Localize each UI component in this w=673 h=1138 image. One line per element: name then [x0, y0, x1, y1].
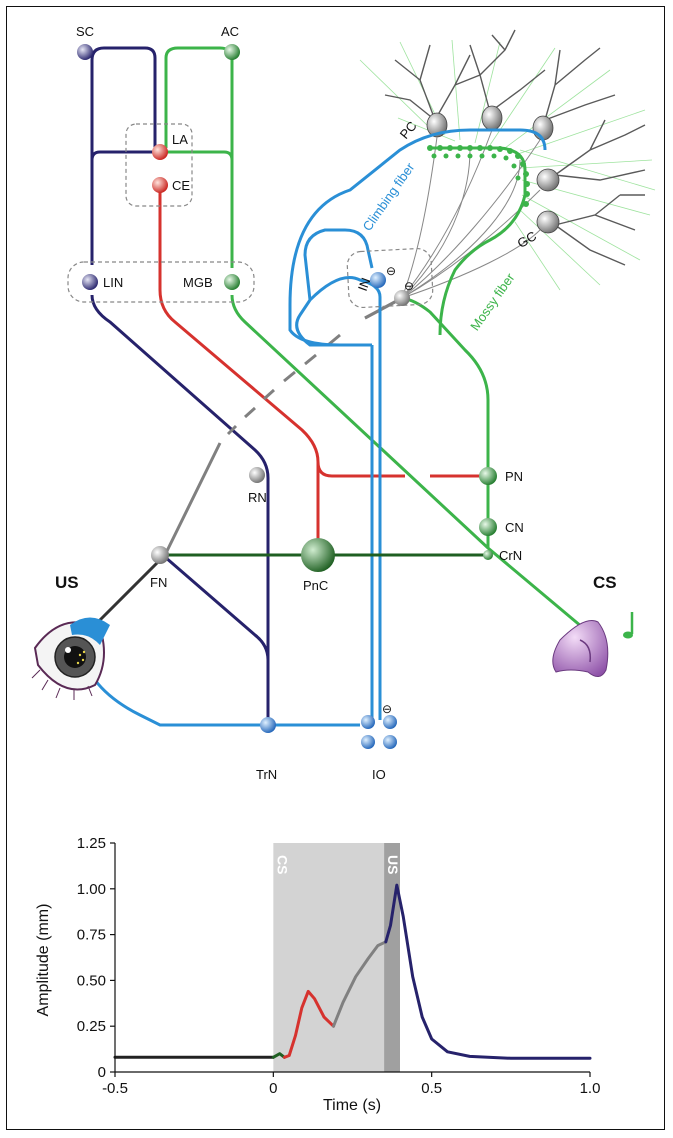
pn-node [479, 467, 497, 485]
la-node [152, 144, 168, 160]
ear-icon [552, 620, 609, 677]
us-label: US [55, 573, 79, 592]
crn-label: CrN [499, 548, 522, 563]
lin-node [82, 274, 98, 290]
fn-label: FN [150, 575, 167, 590]
fn-trn-pathway [164, 555, 270, 661]
cs-label: CS [593, 573, 617, 592]
sc-pathway [90, 46, 157, 265]
inhibitory-symbol-2: ⊖ [404, 279, 414, 293]
rn-label: RN [248, 490, 267, 505]
cerebellar-cortex [359, 29, 656, 299]
dashed-groupings [67, 123, 434, 309]
figure-frame [6, 6, 665, 1130]
cn-node [479, 518, 497, 536]
eye-icon [31, 617, 110, 700]
crn-node [483, 550, 493, 560]
mgb-node [224, 274, 240, 290]
la-label: LA [172, 132, 188, 147]
fn-node [151, 546, 169, 564]
lin-label: LIN [103, 275, 123, 290]
io-ascending [370, 297, 382, 720]
conditioning-circuit-diagram: ⊖ ⊖ ⊖ SC AC LA CE LIN MGB PC GC IN PN CN… [31, 24, 656, 782]
climbing-fiber-label: Climbing fiber [360, 159, 418, 233]
purkinje-dendrites [384, 29, 646, 266]
inhibitory-symbol-1: ⊖ [386, 264, 396, 278]
inhibitory-symbols: ⊖ ⊖ ⊖ [382, 264, 414, 716]
cn-cerebellar-node [394, 290, 410, 306]
mossy-fiber-path [430, 146, 527, 336]
mgb-pathway [230, 294, 589, 634]
trn-label: TrN [256, 767, 277, 782]
sc-label: SC [76, 24, 94, 39]
io-label: IO [372, 767, 386, 782]
purkinje-cells [426, 105, 560, 234]
fn-eye-pathway [93, 553, 167, 627]
granule-synapses [427, 145, 530, 207]
rn-node [249, 467, 265, 483]
mgb-label: MGB [183, 275, 213, 290]
lin-pathway [90, 294, 270, 725]
gc-label: GC [515, 228, 539, 251]
pnc-node [301, 538, 335, 572]
inhibitory-symbol-3: ⊖ [382, 702, 392, 716]
trn-node [260, 717, 276, 733]
sc-node [77, 44, 93, 60]
pathways [90, 46, 589, 727]
ac-pathway [164, 46, 234, 268]
pnc-label: PnC [303, 578, 328, 593]
in-label: IN [355, 276, 374, 293]
climbing-fiber-path [288, 128, 547, 347]
mossy-return [401, 296, 490, 548]
eye-trn-pathway [93, 679, 360, 727]
ce-node [152, 177, 168, 193]
ac-label: AC [221, 24, 239, 39]
ce-label: CE [172, 178, 190, 193]
music-note-icon [623, 612, 634, 639]
ac-node [224, 44, 240, 60]
io-node-cluster [361, 715, 397, 749]
cn-rn-dashed-path [163, 296, 403, 556]
in-node [370, 272, 386, 288]
pc-label: PC [397, 118, 420, 141]
cn-label: CN [505, 520, 524, 535]
amygdala-pathway [158, 188, 488, 548]
nodes [77, 44, 497, 749]
pn-label: PN [505, 469, 523, 484]
mossy-fiber-label: Mossy fiber [467, 270, 518, 334]
node-labels: SC AC LA CE LIN MGB PC GC IN PN CN CrN R… [55, 24, 617, 782]
